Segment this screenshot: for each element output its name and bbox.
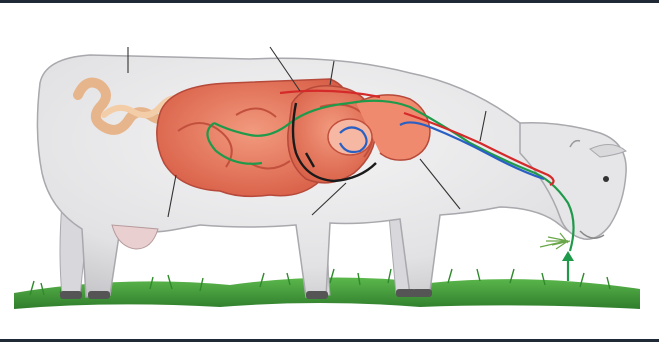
udder [112,225,158,249]
arrow-up-icon [562,251,574,281]
cow-digestive-diagram [0,3,659,345]
grass-in-mouth [540,233,570,249]
